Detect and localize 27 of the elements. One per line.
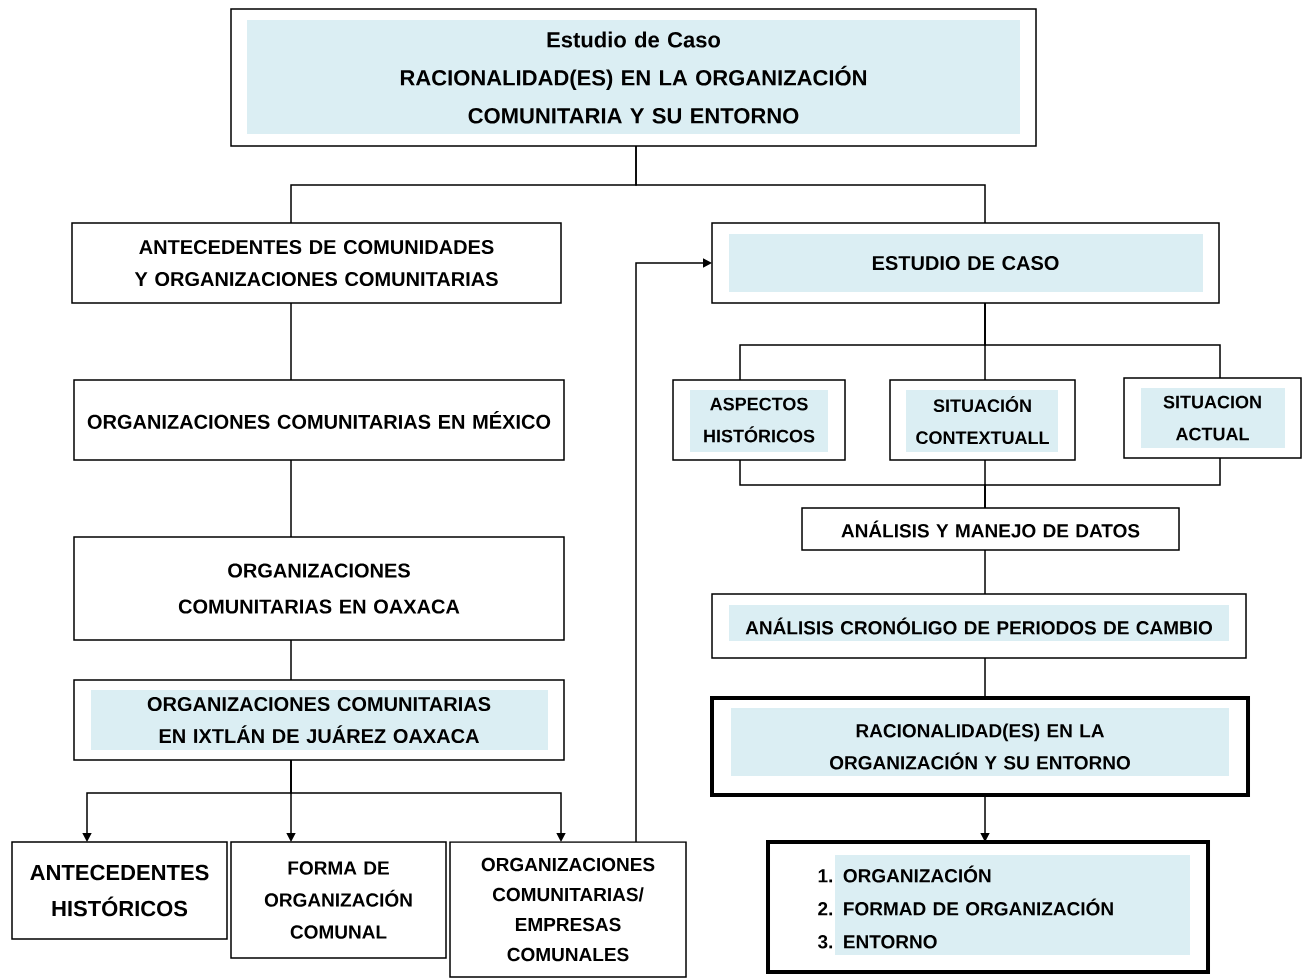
connector-line bbox=[984, 457, 1221, 509]
process-box: ORGANIZACIONES COMUNITARIAS EN MÉXICO bbox=[73, 379, 565, 461]
process-box: ANÁLISIS CRONÓLIGO DE PERIODOS DE CAMBIO bbox=[711, 593, 1247, 659]
arrow bbox=[635, 258, 712, 843]
connector-line bbox=[290, 302, 292, 381]
heading-box: Estudio de Caso RACIONALIDAD(ES) EN LA ORGANIZACIÓN COMUNITARIA Y SU ENTORNO bbox=[230, 8, 1037, 147]
arrow bbox=[290, 759, 566, 842]
process-box: ANTECEDENTES HISTÓRICOS bbox=[11, 841, 228, 940]
connector-line bbox=[290, 459, 292, 538]
process-box: ESTUDIO DE CASO bbox=[711, 222, 1220, 304]
process-box: ORGANIZACIONES COMUNITARIAS EN OAXACA bbox=[73, 536, 565, 641]
process-box: RACIONALIDAD(ES) EN LA ORGANIZACIÓN Y SU ENTORNO bbox=[710, 696, 1250, 797]
process-box: FORMA DE ORGANIZACIÓN COMUNAL bbox=[230, 841, 447, 959]
connector-line bbox=[984, 657, 986, 699]
process-box: ORGANIZACIONES COMUNITARIAS EN IXTLÁN DE JUÁREZ OAXACA bbox=[73, 679, 565, 761]
process-box: SITUACIÓN CONTEXTUALL bbox=[889, 379, 1076, 461]
process-box: ORGANIZACIONES COMUNITARIAS/ EMPRESAS COMUNALES bbox=[449, 841, 687, 978]
connector-line bbox=[984, 549, 986, 595]
process-box: ANÁLISIS Y MANEJO DE DATOS bbox=[801, 507, 1180, 551]
arrow bbox=[980, 794, 990, 842]
process-box: ANTECEDENTES DE COMUNIDADES Y ORGANIZACIONES COMUNITARIAS bbox=[71, 222, 562, 304]
process-box: ASPECTOS HISTÓRICOS bbox=[672, 379, 846, 461]
connector-line bbox=[635, 145, 986, 224]
connector-line bbox=[290, 639, 292, 681]
process-box: SITUACION ACTUAL bbox=[1123, 377, 1302, 459]
connector-line bbox=[984, 302, 1221, 379]
list-box: 1. ORGANIZACIÓN 2. FORMAD DE ORGANIZACIÓN 3. ENTORNO bbox=[766, 840, 1210, 974]
